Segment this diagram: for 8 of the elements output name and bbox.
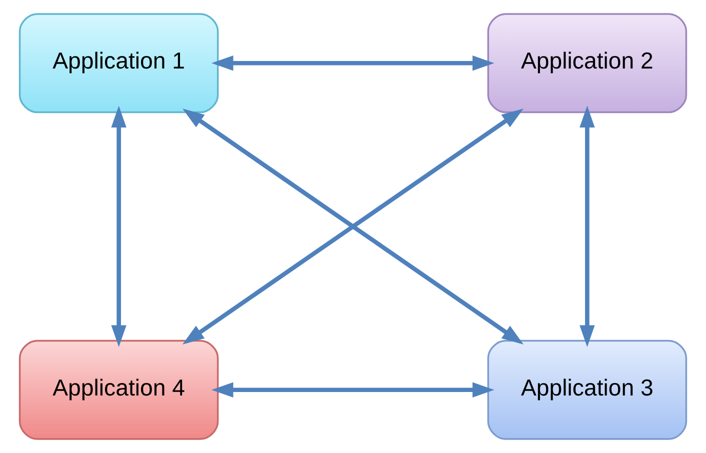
- arrow: [111, 106, 126, 347]
- arrow: [212, 56, 494, 71]
- node-box: Application 3: [487, 340, 688, 440]
- arrow: [580, 106, 595, 347]
- node-box: Application 2: [487, 13, 688, 114]
- node-box: Application 4: [18, 340, 219, 440]
- node-box: Application 1: [18, 13, 219, 114]
- arrow: [212, 382, 494, 398]
